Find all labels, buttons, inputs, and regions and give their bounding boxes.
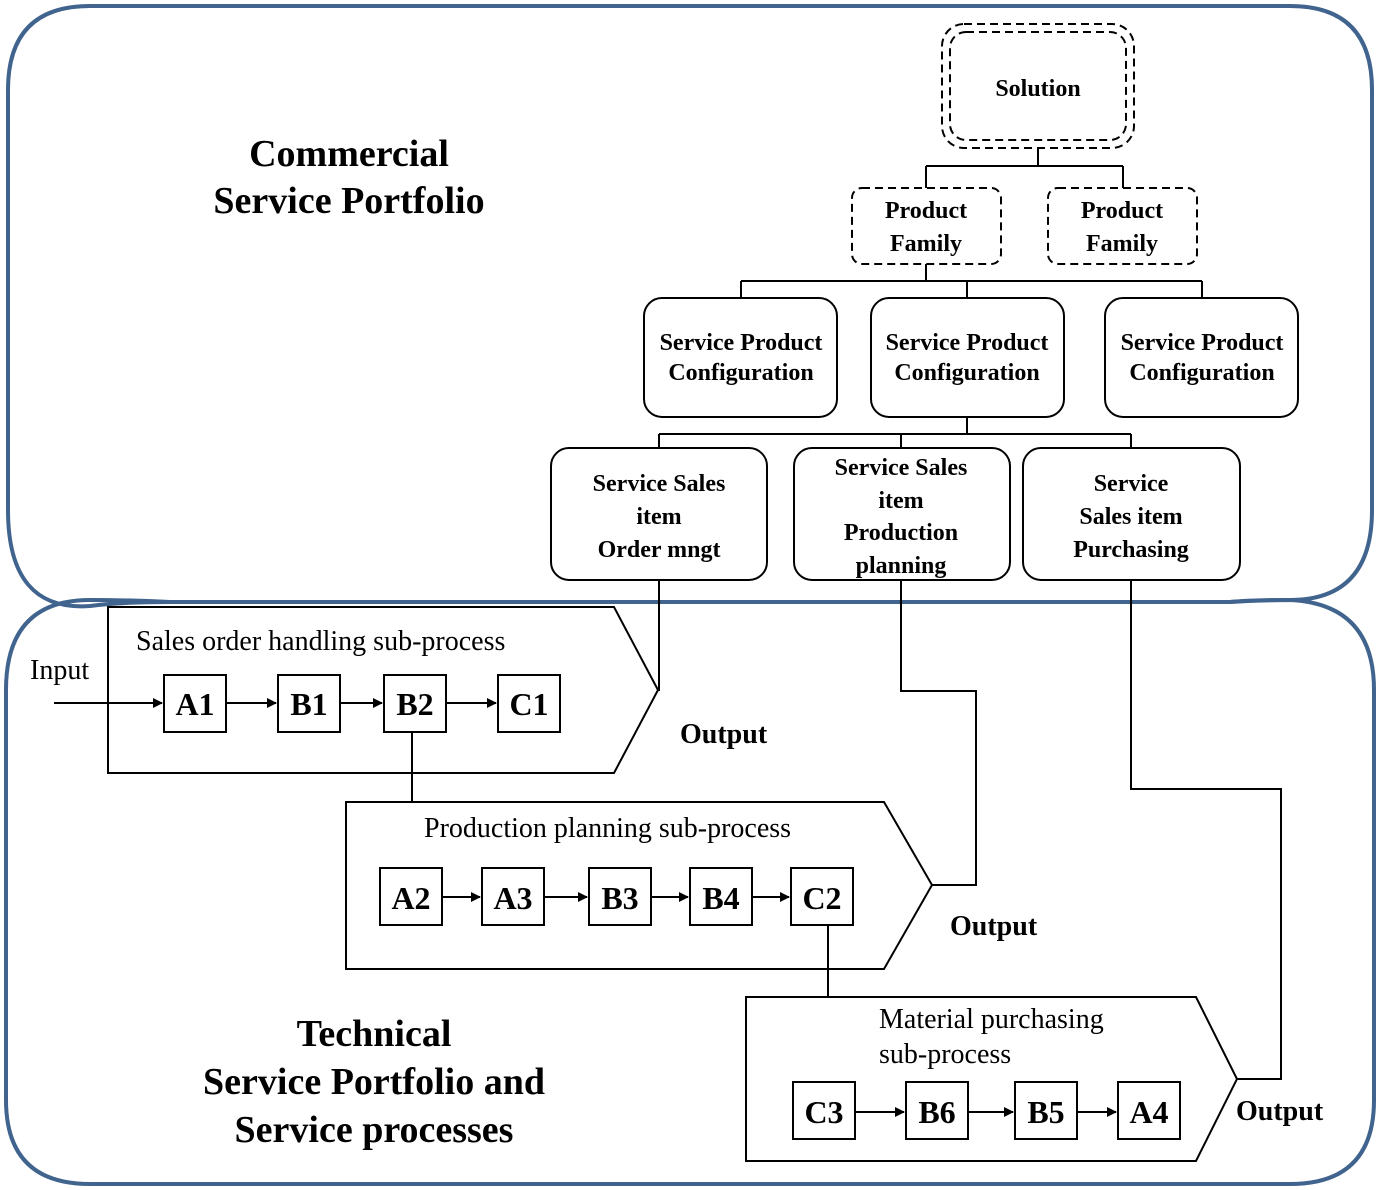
sales-item-2-line3: Production (844, 520, 958, 546)
step-box (379, 867, 443, 926)
step-b6: B6 (918, 1094, 955, 1130)
sales-item-1-line1: Service Sales (593, 471, 726, 497)
config-1-line1: Service Product (660, 330, 823, 356)
sales-item-2-line1: Service Sales (835, 455, 968, 481)
step-c2: C2 (802, 880, 841, 916)
step-a1: A1 (175, 686, 214, 722)
process-3-title-line2: sub-process (879, 1039, 1011, 1070)
output-label-2: Output (950, 911, 1038, 942)
step-c3: C3 (804, 1094, 843, 1130)
product-family-node (1047, 187, 1198, 265)
technical-title-line1: Technical (297, 1013, 452, 1055)
commercial-title-line2: Service Portfolio (213, 180, 484, 222)
purchasing-output-connector (1130, 580, 1282, 1080)
product-family-1-line2: Family (890, 231, 962, 257)
product-family-1-line1: Product (885, 198, 967, 224)
config-2-line1: Service Product (886, 330, 1049, 356)
production-output-connector (900, 580, 977, 886)
config-2-line2: Configuration (894, 360, 1039, 386)
config-3-line1: Service Product (1121, 330, 1284, 356)
sales-item-3-line2: Sales item (1079, 504, 1182, 530)
config-3-line2: Configuration (1129, 360, 1274, 386)
process-1-title: Sales order handling sub-process (136, 626, 505, 657)
output-label-3: Output (1236, 1096, 1324, 1127)
sales-item-2-line2: item (878, 488, 923, 514)
step-box (277, 674, 341, 733)
family-connector (740, 264, 1203, 298)
sales-item-1-line3: Order mngt (598, 537, 721, 563)
step-box (481, 867, 545, 926)
technical-title-line2: Service Portfolio and (203, 1061, 545, 1103)
step-box (792, 1081, 856, 1140)
step-box (689, 867, 753, 926)
order-output-connector (658, 580, 660, 691)
step-a3: A3 (493, 880, 532, 916)
config-1-line2: Configuration (668, 360, 813, 386)
step-b5: B5 (1027, 1094, 1064, 1130)
technical-region (4, 597, 1376, 1186)
process-3-title-line1: Material purchasing (879, 1004, 1104, 1035)
sales-item-3-line3: Purchasing (1073, 537, 1189, 563)
step-box (163, 674, 227, 733)
technical-title-line3: Service processes (235, 1109, 514, 1151)
step-box (588, 867, 652, 926)
step-box (1014, 1081, 1078, 1140)
config-node (643, 297, 838, 418)
step-a4: A4 (1129, 1094, 1168, 1130)
sales-item-2-line4: planning (856, 553, 947, 579)
input-label: Input (30, 655, 89, 686)
commercial-title-line1: Commercial (249, 133, 449, 175)
solution-connector (925, 148, 1124, 188)
step-a2: A2 (391, 880, 430, 916)
sales-item-3-line1: Service (1094, 471, 1169, 497)
output-label-1: Output (680, 719, 768, 750)
step-box (497, 674, 561, 733)
step-b2: B2 (396, 686, 433, 722)
step-box (1117, 1081, 1181, 1140)
product-family-2-line2: Family (1086, 231, 1158, 257)
solution-node-inner (949, 31, 1127, 141)
step-c1: C1 (509, 686, 548, 722)
step-b4: B4 (702, 880, 739, 916)
config-node (1104, 297, 1299, 418)
step-box (383, 674, 447, 733)
step-b1: B1 (290, 686, 327, 722)
step-box (790, 867, 854, 926)
solution-label: Solution (995, 76, 1080, 102)
step-b3: B3 (601, 880, 638, 916)
config-node (870, 297, 1065, 418)
step-box (905, 1081, 969, 1140)
sales-item-1-line2: item (636, 504, 681, 530)
config-connector (658, 417, 1132, 448)
process-material-purchasing (745, 996, 1239, 1162)
process-2-title: Production planning sub-process (424, 813, 791, 844)
product-family-2-line1: Product (1081, 198, 1163, 224)
